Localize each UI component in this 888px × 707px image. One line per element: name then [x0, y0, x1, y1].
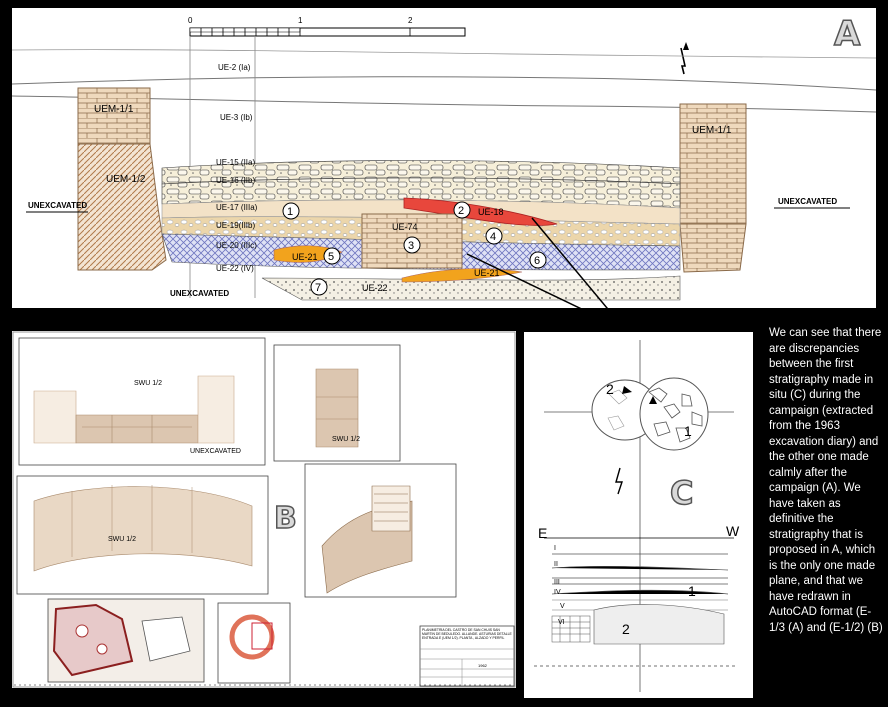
- layer-label-ue16: UE-16 (IIb): [216, 176, 255, 185]
- swu-label-plan: SWU 1/2: [108, 536, 136, 543]
- marker-6: 6: [529, 251, 547, 269]
- wall-label-left-lower: UEM-1/2: [106, 174, 146, 185]
- wall-uem-1-1-left: [77, 87, 151, 145]
- wall-label-right: UEM-1/1: [692, 125, 732, 136]
- sheet-year: 1962: [478, 663, 488, 668]
- roman-ii: II: [554, 561, 558, 568]
- unexcavated-bottom: UNEXCAVATED: [170, 289, 229, 298]
- unexcavated-right: UNEXCAVATED: [778, 197, 837, 206]
- wall-uem-1-2: [77, 143, 167, 271]
- panel-letter-a: A: [833, 13, 861, 55]
- unit-label-ue74: UE-74: [392, 222, 418, 232]
- scale-label-0: 0: [188, 16, 193, 25]
- layer-label-ue17: UE-17 (IIIa): [216, 203, 258, 212]
- section-a-svg: 0 1 2: [12, 16, 876, 308]
- unit-label-ue22: UE-22: [362, 283, 388, 293]
- panel-b-autocad-sheet: SWU 1/2 UNEXCAVATED SWU 1/2 SWU 1/2 PLAN…: [12, 331, 516, 688]
- svg-text:1: 1: [287, 206, 293, 218]
- marker-3: 3: [403, 236, 421, 254]
- svg-text:6: 6: [534, 255, 540, 267]
- layer-label-ue19: UE-19(IIIb): [216, 221, 255, 230]
- roman-v: V: [560, 603, 565, 610]
- layer-label-ue22: UE-22 (IV): [216, 264, 254, 273]
- sketch-number-1-top: 1: [684, 423, 692, 439]
- roman-iv: IV: [554, 589, 561, 596]
- marker-7: 7: [310, 278, 328, 296]
- sketch-number-1-bottom: 1: [688, 583, 696, 599]
- roman-i: I: [554, 545, 556, 552]
- wall-uem-1-1-right: [679, 103, 747, 225]
- sheet-b-svg: SWU 1/2 UNEXCAVATED SWU 1/2 SWU 1/2 PLAN…: [12, 331, 516, 688]
- panel-a-section-drawing: 0 1 2: [12, 8, 876, 308]
- panel-letter-c: C: [669, 473, 694, 513]
- layer-label-ue20: UE-20 (IIIc): [216, 241, 257, 250]
- unit-label-ue18: UE-18: [478, 207, 504, 217]
- layer-label-ue2: UE-2 (Ia): [218, 63, 251, 72]
- marker-1: 1: [282, 202, 300, 220]
- marker-4: 4: [485, 227, 503, 245]
- unit-label-ue21-right: UE-21: [474, 268, 500, 278]
- swu-label-elevation: SWU 1/2: [134, 380, 162, 387]
- scale-label-2: 2: [408, 16, 413, 25]
- svg-text:2: 2: [458, 205, 464, 217]
- layer-label-ue3: UE-3 (Ib): [220, 113, 253, 122]
- sketch-number-2-bottom: 2: [622, 621, 630, 637]
- swu-label-side: SWU 1/2: [332, 436, 360, 443]
- svg-text:3: 3: [408, 240, 414, 252]
- svg-text:4: 4: [490, 231, 496, 243]
- north-arrow-icon: [680, 42, 689, 75]
- panel-letter-b: B: [273, 500, 297, 537]
- sketch-c-svg: 2 1 E W I II III IV V VI 1 2: [534, 340, 740, 692]
- marker-2: 2: [453, 201, 471, 219]
- label-e: E: [538, 525, 547, 541]
- title-block: [419, 625, 515, 687]
- sheet-title: PLANIMETRÍA DEL CASTRO DE SAN CHUIS SAN …: [422, 628, 512, 640]
- roman-vi: VI: [558, 619, 565, 626]
- wall-label-left: UEM-1/1: [94, 104, 134, 115]
- unexcavated-b: UNEXCAVATED: [190, 448, 241, 455]
- layer-label-ue15: UE-15 (IIa): [216, 158, 255, 167]
- unit-label-ue21-left: UE-21: [292, 252, 318, 262]
- panel-c-field-sketch: 2 1 E W I II III IV V VI 1 2 C: [524, 332, 753, 698]
- svg-text:7: 7: [315, 282, 321, 294]
- scale-label-1: 1: [298, 16, 303, 25]
- label-w: W: [726, 523, 740, 539]
- roman-iii: III: [554, 579, 560, 586]
- unexcavated-left: UNEXCAVATED: [28, 201, 87, 210]
- sketch-number-2-top: 2: [606, 381, 614, 397]
- north-arrow-c-icon: [615, 467, 623, 495]
- marker-5: 5: [323, 247, 341, 265]
- svg-text:5: 5: [328, 251, 334, 263]
- scale-bar: 0 1 2: [188, 16, 466, 37]
- explanatory-note: We can see that there are discrepancies …: [769, 327, 883, 634]
